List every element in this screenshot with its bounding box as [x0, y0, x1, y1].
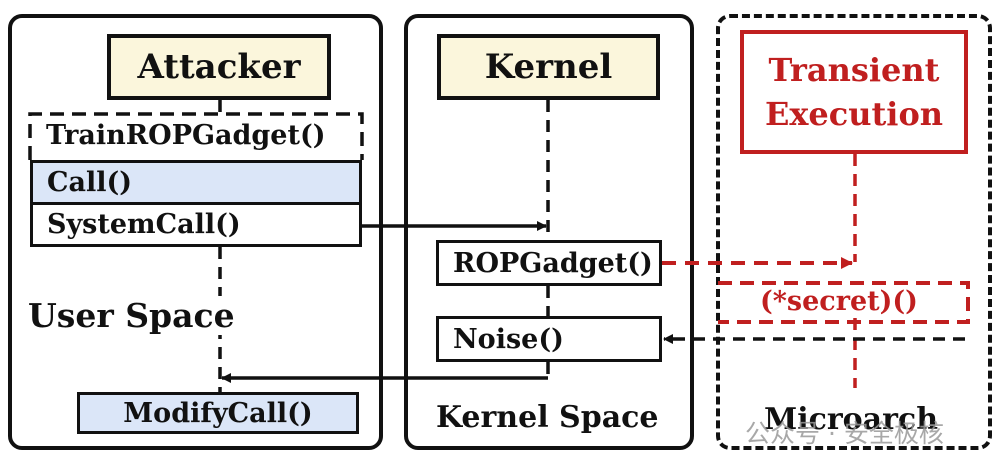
noise-label: Noise(): [453, 323, 564, 355]
noise-box: Noise(): [436, 316, 662, 362]
attacker-label: Attacker: [137, 47, 301, 87]
secret-label: (*secret)(): [760, 286, 918, 317]
user-space-panel: [8, 14, 383, 450]
attacker-box: Attacker: [107, 34, 331, 100]
train-rop-gadget-title: TrainROPGadget(): [46, 120, 326, 151]
rop-gadget-box: ROPGadget(): [436, 240, 662, 286]
call-box: Call(): [30, 160, 362, 205]
train-rop-gadget-group-border: [28, 112, 364, 160]
rop-gadget-label: ROPGadget(): [453, 247, 653, 279]
user-space-label: User Space: [28, 296, 235, 335]
modify-call-box: ModifyCall(): [77, 392, 359, 434]
kernel-space-label: Kernel Space: [436, 400, 659, 435]
secret-region-border: [718, 281, 970, 324]
watermark-text: 公众号 · 安全极核: [745, 419, 944, 448]
transient-label-line2: Execution: [764, 95, 944, 133]
kernel-space-panel: [404, 14, 694, 450]
microarch-label: Microarch: [764, 402, 939, 437]
transient-execution-box: Transient Execution: [740, 30, 968, 154]
system-call-label: SystemCall(): [47, 209, 241, 240]
modify-call-label: ModifyCall(): [123, 397, 313, 429]
microarch-panel: [716, 14, 992, 450]
kernel-label: Kernel: [484, 47, 613, 87]
call-label: Call(): [47, 167, 133, 198]
system-call-box: SystemCall(): [30, 202, 362, 247]
kernel-box: Kernel: [437, 34, 660, 100]
transient-label-line1: Transient: [768, 51, 940, 89]
